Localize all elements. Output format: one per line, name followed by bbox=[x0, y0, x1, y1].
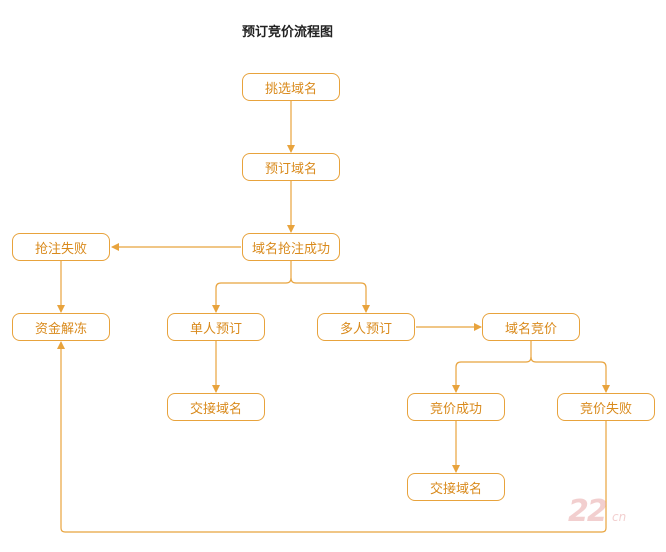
node-unfreeze-funds: 资金解冻 bbox=[12, 313, 110, 341]
edge-bidfail-to-unfreeze bbox=[57, 341, 607, 533]
node-bid-fail: 竞价失败 bbox=[557, 393, 655, 421]
node-multi-reserve: 多人预订 bbox=[317, 313, 415, 341]
node-domain-auction: 域名竞价 bbox=[482, 313, 580, 341]
node-grab-success: 域名抢注成功 bbox=[242, 233, 340, 261]
node-deliver-domain-single: 交接域名 bbox=[167, 393, 265, 421]
node-bid-success: 竞价成功 bbox=[407, 393, 505, 421]
edge-success-split bbox=[212, 261, 292, 313]
node-single-reserve: 单人预订 bbox=[167, 313, 265, 341]
diagram-title: 预订竞价流程图 bbox=[242, 25, 334, 40]
edge-auction-split-right bbox=[530, 356, 610, 393]
node-grab-fail: 抢注失败 bbox=[12, 233, 110, 261]
watermark-logo: 22 bbox=[568, 494, 608, 529]
edge-success-split-right bbox=[290, 277, 370, 313]
edge-auction-split bbox=[452, 341, 532, 393]
watermark-suffix: cn bbox=[612, 510, 627, 524]
node-deliver-domain-bid: 交接域名 bbox=[407, 473, 505, 501]
node-pick-domain: 挑选域名 bbox=[242, 73, 340, 101]
node-reserve-domain: 预订域名 bbox=[242, 153, 340, 181]
